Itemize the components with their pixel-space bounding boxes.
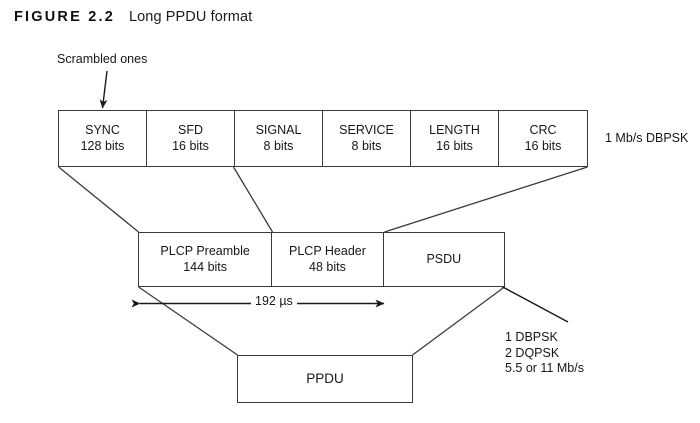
label-scrambled-ones: Scrambled ones bbox=[57, 52, 148, 66]
label-duration: 192 µs bbox=[251, 294, 297, 310]
connector-ppdu-right bbox=[412, 286, 505, 356]
field-size: 144 bits bbox=[183, 259, 228, 274]
field-size: 128 bits bbox=[80, 138, 125, 153]
field-size: 8 bits bbox=[263, 138, 294, 153]
connector-middle-expand bbox=[232, 166, 274, 233]
field-name: PLCP Preamble bbox=[160, 244, 250, 258]
field-name: PSDU bbox=[426, 251, 462, 266]
field-plcp-preamble: PLCP Preamble 144 bits bbox=[139, 233, 273, 286]
middle-field-row: PLCP Preamble 144 bits PLCP Header 48 bi… bbox=[138, 232, 505, 287]
scrambled-ones-pointer bbox=[99, 70, 108, 109]
field-name: SIGNAL bbox=[255, 123, 302, 137]
field-size: 48 bits bbox=[309, 259, 346, 274]
field-name: PPDU bbox=[306, 371, 344, 387]
field-size: 16 bits bbox=[436, 138, 473, 153]
field-service: SERVICE 8 bits bbox=[323, 111, 411, 166]
field-crc: CRC 16 bits bbox=[499, 111, 587, 166]
connector-left-expand bbox=[58, 166, 140, 233]
field-size: 8 bits bbox=[351, 138, 382, 153]
field-signal: SIGNAL 8 bits bbox=[235, 111, 323, 166]
field-name: CRC bbox=[529, 123, 557, 137]
connector-right-expand bbox=[384, 166, 588, 233]
field-name: SERVICE bbox=[339, 123, 394, 137]
field-ppdu: PPDU bbox=[238, 356, 412, 402]
field-name: SFD bbox=[178, 123, 203, 137]
label-top-row-rate: 1 Mb/s DBPSK bbox=[605, 131, 689, 145]
modulation-line-3: 5.5 or 11 Mb/s bbox=[505, 361, 584, 375]
field-name: SYNC bbox=[85, 123, 120, 137]
field-sync: SYNC 128 bits bbox=[59, 111, 147, 166]
connector-ppdu-left bbox=[138, 286, 238, 356]
bottom-field-row: PPDU bbox=[237, 355, 413, 403]
field-name: LENGTH bbox=[429, 123, 480, 137]
field-psdu: PSDU bbox=[384, 233, 504, 286]
modulation-line-2: 2 DQPSK bbox=[505, 345, 560, 360]
figure-number: FIGURE 2.2 bbox=[14, 9, 115, 25]
field-size: 16 bits bbox=[524, 138, 562, 153]
field-name: PLCP Header bbox=[289, 244, 366, 258]
figure-caption: Long PPDU format bbox=[128, 9, 253, 25]
modulation-line-1: 1 DBPSK bbox=[505, 330, 558, 344]
label-modulations: 1 DBPSK 2 DQPSK 5.5 or 11 Mb/s bbox=[505, 330, 584, 377]
top-field-row: SYNC 128 bits SFD 16 bits SIGNAL 8 bits … bbox=[58, 110, 588, 167]
field-size: 16 bits bbox=[172, 138, 209, 153]
figure-title: FIGURE 2.2 Long PPDU format bbox=[14, 8, 252, 26]
field-length: LENGTH 16 bits bbox=[411, 111, 499, 166]
field-plcp-header: PLCP Header 48 bits bbox=[272, 233, 384, 286]
field-sfd: SFD 16 bits bbox=[147, 111, 235, 166]
